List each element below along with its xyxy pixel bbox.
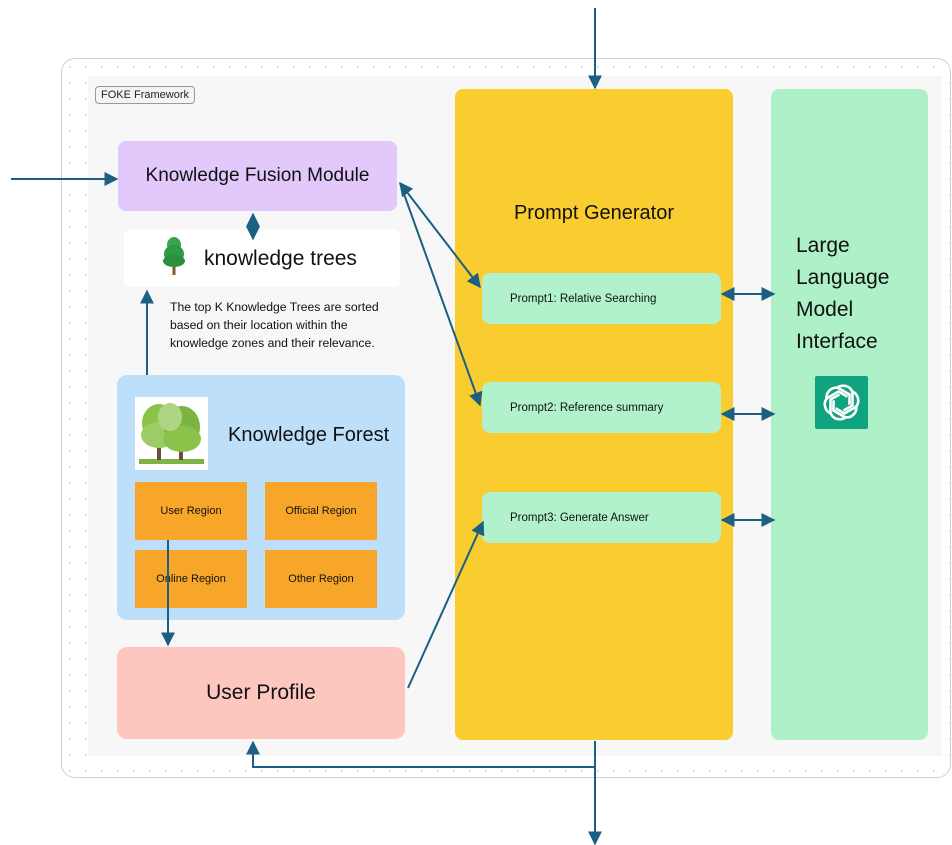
llm-title-line: Interface <box>796 330 878 353</box>
forest-trees-icon <box>135 397 208 470</box>
llm-title-line: Model <box>796 298 854 321</box>
prompt-generator-title: Prompt Generator <box>513 202 675 224</box>
knowledge-fusion-module: Knowledge Fusion Module <box>118 141 397 211</box>
official-region: Official Region <box>265 482 377 540</box>
feedback-to-profile-arrow <box>246 740 595 768</box>
online-region: Online Region <box>135 550 247 608</box>
prompt-generate-answer: Prompt3: Generate Answer <box>482 492 721 543</box>
llm-title-line: Language <box>796 266 890 289</box>
frame-label: FOKE Framework <box>95 86 196 104</box>
other-region: Other Region <box>265 550 377 608</box>
knowledge-trees-label: knowledge trees <box>204 246 357 270</box>
prompt-reference-summary: Prompt2: Reference summary <box>482 382 721 433</box>
openai-logo-icon <box>815 376 868 429</box>
knowledge-forest-title: Knowledge Forest <box>228 424 390 446</box>
llm-interface-title: Large Language Model Interface <box>796 230 889 358</box>
knowledge-trees-description: The top K Knowledge Trees are sorted bas… <box>170 300 379 350</box>
llm-title-line: Large <box>796 234 850 257</box>
fusion-prompt2-arrow <box>399 182 483 407</box>
user-region: User Region <box>135 482 247 540</box>
knowledge-trees-box: knowledge trees <box>124 230 400 287</box>
profile-prompt3-arrow <box>407 520 485 689</box>
user-profile: User Profile <box>117 647 405 739</box>
fusion-prompt1-arrow <box>399 181 481 289</box>
prompt-relative-searching: Prompt1: Relative Searching <box>482 273 721 324</box>
tree-icon <box>162 236 186 282</box>
